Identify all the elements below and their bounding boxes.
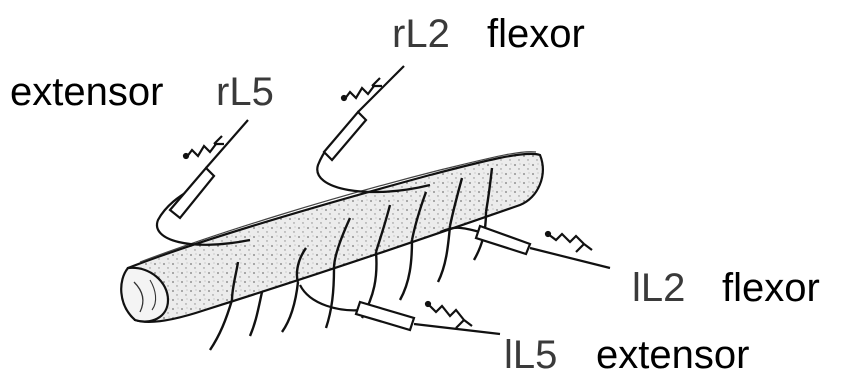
electrode-rl2 [317,66,430,192]
label-il2-function: flexor [722,268,820,308]
electrode-il2 [440,226,610,268]
label-rl2-function: flexor [487,14,585,54]
label-il5-function: extensor [596,335,749,375]
electrode-rl5 [157,120,250,245]
label-il5-root: lL5 [504,335,557,375]
label-il2-root: lL2 [632,268,685,308]
label-rl2-root: rL2 [392,14,450,54]
label-rl5-root: rL5 [216,72,274,112]
label-rl5-function: extensor [10,72,163,112]
